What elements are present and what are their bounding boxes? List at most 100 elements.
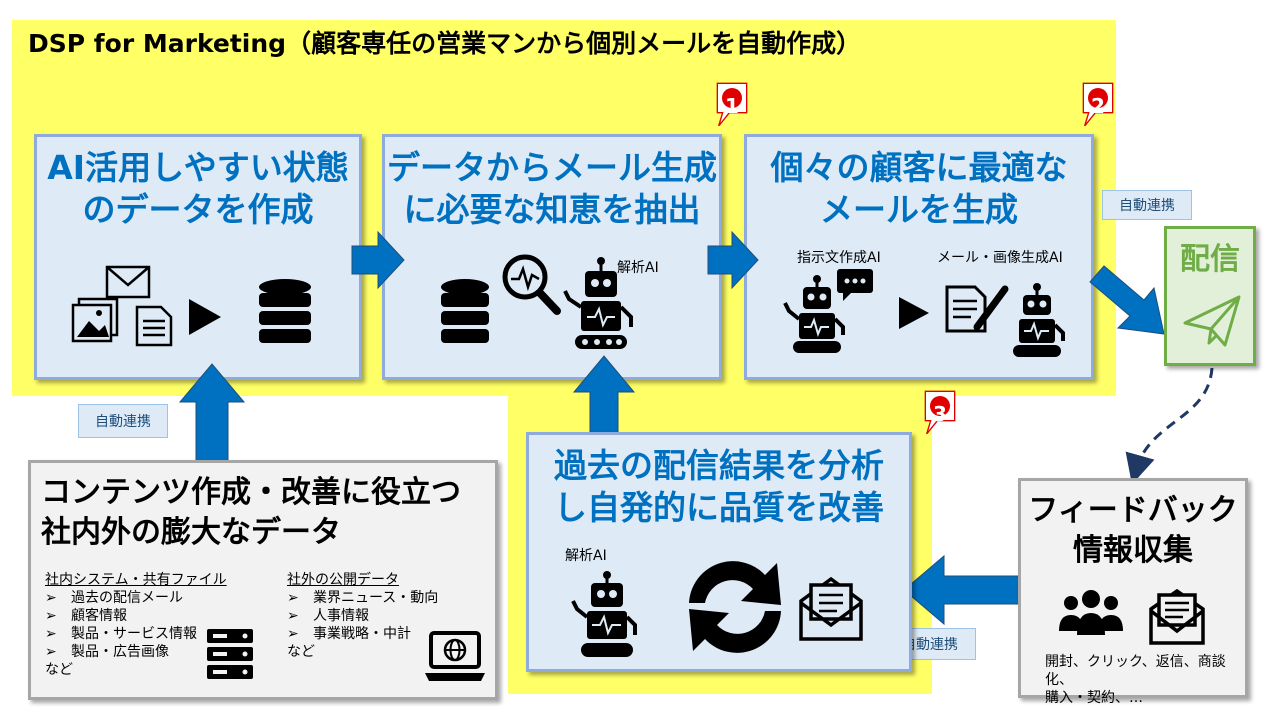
stage-generate-email-title: 個々の顧客に最適な メールを生成	[747, 147, 1091, 231]
refresh-cycle-icon	[689, 561, 781, 653]
document-icon	[135, 305, 173, 347]
mail-image-ai-label: メール・画像生成AI	[937, 250, 1063, 266]
stage-analyze-improve-icons	[571, 561, 863, 657]
external-data-list: 社外の公開データ ➢ 業界ニュース・動向 ➢ 人事情報 ➢ 事業戦略・中計 など	[287, 571, 438, 661]
internal-data-etc: など	[45, 662, 73, 678]
list-item-text: 業界ニュース・動向	[313, 590, 439, 606]
delivery-label: 配信	[1180, 242, 1240, 277]
dashed-arrow-delivery-to-feedback	[1125, 367, 1214, 485]
list-item-text: 顧客情報	[71, 608, 127, 624]
stage-analyze-improve-title: 過去の配信結果を分析 し自発的に品質を改善	[529, 445, 909, 529]
bullet: ➢	[287, 608, 299, 624]
stage-generate-email-title-line2: メールを生成	[820, 190, 1018, 229]
analysis-ai-label: 解析AI	[565, 548, 607, 564]
callout-2-number: 2	[1091, 94, 1105, 118]
list-item-text: 過去の配信メール	[71, 590, 183, 606]
bullet: ➢	[45, 644, 57, 660]
robot-icon	[783, 275, 845, 353]
feedback-title-line2: 情報収集	[1073, 533, 1193, 568]
feedback-caption-line2: 購入・契約、…	[1045, 690, 1143, 706]
feedback-caption-line1: 開封、クリック、返信、商談化、	[1045, 654, 1226, 688]
arrow-data-to-stage1	[178, 363, 246, 471]
feedback-title-line1: フィードバック	[1028, 493, 1238, 528]
robot-icon	[571, 571, 637, 657]
stage-create-data-title-line1: AI活用しやすい状態	[47, 148, 349, 187]
stage-analyze-improve-title-line2: し自発的に品質を改善	[554, 488, 884, 527]
stage-generate-email-icons	[783, 269, 1065, 357]
stage-analyze-improve: 過去の配信結果を分析 し自発的に品質を改善 解析AI	[526, 432, 912, 672]
data-source-box: コンテンツ作成・改善に役立つ 社内外の膨大なデータ 社内システム・共有ファイル …	[28, 460, 498, 700]
list-item: ➢ 業界ニュース・動向	[287, 589, 438, 607]
list-item-text: 人事情報	[313, 608, 369, 624]
instruction-ai-label: 指示文作成AI	[797, 250, 881, 266]
chat-bubble-icon	[837, 269, 873, 301]
open-mail-icon	[1149, 588, 1205, 645]
arrow-feedback-to-stage4	[903, 554, 1027, 626]
feedback-caption: 開封、クリック、返信、商談化、 購入・契約、…	[1045, 653, 1245, 707]
paper-plane-icon	[1183, 295, 1241, 347]
stage-extract-knowledge-icons	[441, 254, 633, 349]
stage-extract-knowledge-title: データからメール生成 に必要な知恵を抽出	[385, 147, 719, 231]
callout-2	[1082, 82, 1114, 126]
play-arrow-icon	[189, 299, 221, 335]
stage-generate-email: 個々の顧客に最適な メールを生成 指示文作成AI メール・画像生成AI	[744, 134, 1094, 380]
robot-icon	[563, 257, 633, 349]
open-mail-icon	[799, 576, 863, 641]
internal-data-list: 社内システム・共有ファイル ➢過去の配信メール ➢顧客情報 ➢製品・サービス情報…	[45, 571, 227, 679]
callout-1	[716, 82, 748, 126]
list-item: ➢ 過去の配信メール	[45, 589, 227, 607]
stage-create-data-title: AI活用しやすい状態 のデータを作成	[37, 147, 359, 231]
magnifier-analysis-icon	[502, 254, 561, 315]
list-item: ➢ 顧客情報	[45, 607, 227, 625]
callout-3-number: 3	[933, 402, 947, 426]
arrow-stage3-to-delivery	[1089, 265, 1165, 335]
stage-generate-email-title-line1: 個々の顧客に最適な	[770, 148, 1068, 187]
stage-extract-knowledge-title-line1: データからメール生成	[387, 148, 717, 187]
stage-create-data-icons	[71, 265, 311, 347]
server-icon	[207, 629, 253, 679]
robot-icon	[1013, 283, 1065, 357]
stage-create-data-title-line2: のデータを作成	[82, 190, 314, 229]
callout-3	[924, 390, 956, 434]
arrow-stage1-to-stage2	[351, 230, 405, 290]
arrow-stage2-to-stage3	[707, 230, 759, 290]
stage-extract-knowledge: データからメール生成 に必要な知恵を抽出 解析AI	[382, 134, 722, 380]
feedback-title: フィードバック 情報収集	[1021, 491, 1245, 571]
mail-icon	[105, 265, 151, 299]
auto-link-tag-data: 自動連携	[78, 404, 168, 438]
image-icon	[71, 297, 119, 343]
feedback-icons	[1059, 588, 1205, 645]
external-data-etc: など	[287, 644, 315, 660]
document-edit-icon	[945, 285, 1009, 333]
list-item: ➢製品・広告画像	[45, 643, 227, 661]
callout-1-number: 1	[725, 94, 739, 118]
feedback-box: フィードバック 情報収集 開封、クリック、返信、商談化、 購入・契約、…	[1018, 478, 1248, 706]
data-source-title-line2: 社内外の膨大なデータ	[41, 515, 341, 550]
bullet: ➢	[45, 626, 57, 642]
database-icon	[259, 279, 311, 343]
list-item: ➢ 人事情報	[287, 607, 438, 625]
bullet: ➢	[287, 626, 299, 642]
auto-link-tag-delivery: 自動連携	[1102, 190, 1192, 220]
list-item: ➢ 事業戦略・中計	[287, 625, 438, 643]
laptop-globe-icon	[425, 631, 485, 681]
list-item-text: 製品・サービス情報	[71, 626, 197, 642]
data-source-title: コンテンツ作成・改善に役立つ 社内外の膨大なデータ	[41, 473, 461, 553]
bullet: ➢	[45, 608, 57, 624]
database-icon	[441, 279, 489, 343]
stage-extract-knowledge-title-line2: に必要な知恵を抽出	[403, 190, 701, 229]
page-title: DSP for Marketing（顧客専任の営業マンから個別メールを自動作成）	[28, 29, 862, 58]
bullet: ➢	[287, 590, 299, 606]
list-item-text: 事業戦略・中計	[313, 626, 411, 642]
play-arrow-icon	[899, 297, 929, 329]
analysis-ai-label: 解析AI	[617, 260, 659, 276]
bullet: ➢	[45, 590, 57, 606]
external-data-heading: 社外の公開データ	[287, 572, 399, 588]
arrow-stage4-to-stage2	[572, 355, 636, 441]
delivery-box: 配信	[1164, 226, 1256, 366]
stage-analyze-improve-title-line1: 過去の配信結果を分析	[554, 446, 884, 485]
data-source-title-line1: コンテンツ作成・改善に役立つ	[41, 475, 461, 510]
group-users-icon	[1059, 590, 1123, 635]
list-item: ➢ 製品・サービス情報	[45, 625, 227, 643]
